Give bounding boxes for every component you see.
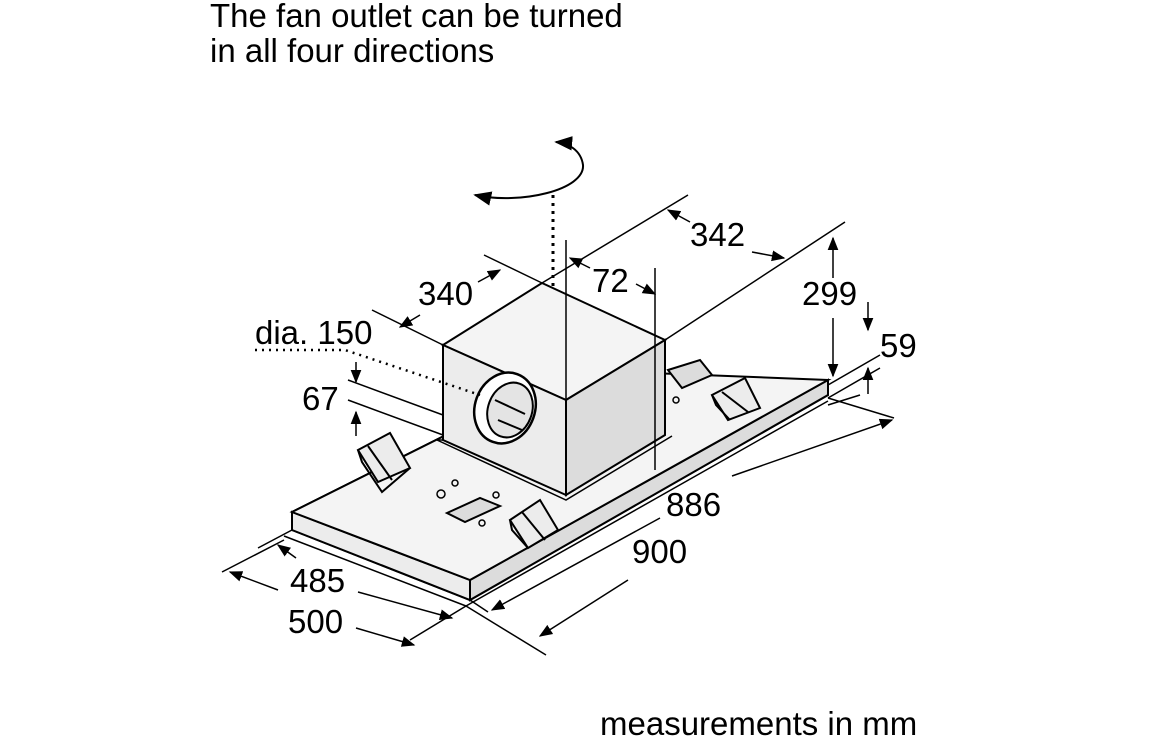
caption-line-2: in all four directions bbox=[210, 32, 495, 69]
rotation-arrow-icon bbox=[473, 136, 585, 206]
dim-59: 59 bbox=[880, 327, 917, 364]
dim-67: 67 bbox=[302, 380, 339, 417]
dimension-lines bbox=[228, 209, 894, 647]
dim-886: 886 bbox=[666, 486, 721, 523]
dim-342: 342 bbox=[690, 216, 745, 253]
caption-line-1: The fan outlet can be turned bbox=[210, 0, 623, 34]
hood-base-plate bbox=[283, 368, 832, 607]
mounting-bracket-right bbox=[710, 376, 762, 422]
dim-340: 340 bbox=[418, 275, 473, 312]
diameter-leader bbox=[255, 348, 481, 397]
dim-500: 500 bbox=[288, 603, 343, 640]
extension-lines bbox=[221, 194, 895, 656]
mounting-bracket-left bbox=[356, 431, 412, 494]
dim-900: 900 bbox=[632, 533, 687, 570]
dim-72: 72 bbox=[592, 262, 629, 299]
footer-units-note: measurements in mm bbox=[600, 705, 918, 742]
mounting-bracket-middle bbox=[508, 498, 560, 550]
fan-outlet-icon bbox=[472, 371, 538, 445]
dim-485: 485 bbox=[290, 562, 345, 599]
dim-299: 299 bbox=[802, 275, 857, 312]
caption: The fan outlet can be turned in all four… bbox=[210, 0, 623, 68]
dim-dia-150: dia. 150 bbox=[255, 314, 372, 351]
base-details bbox=[436, 358, 714, 527]
